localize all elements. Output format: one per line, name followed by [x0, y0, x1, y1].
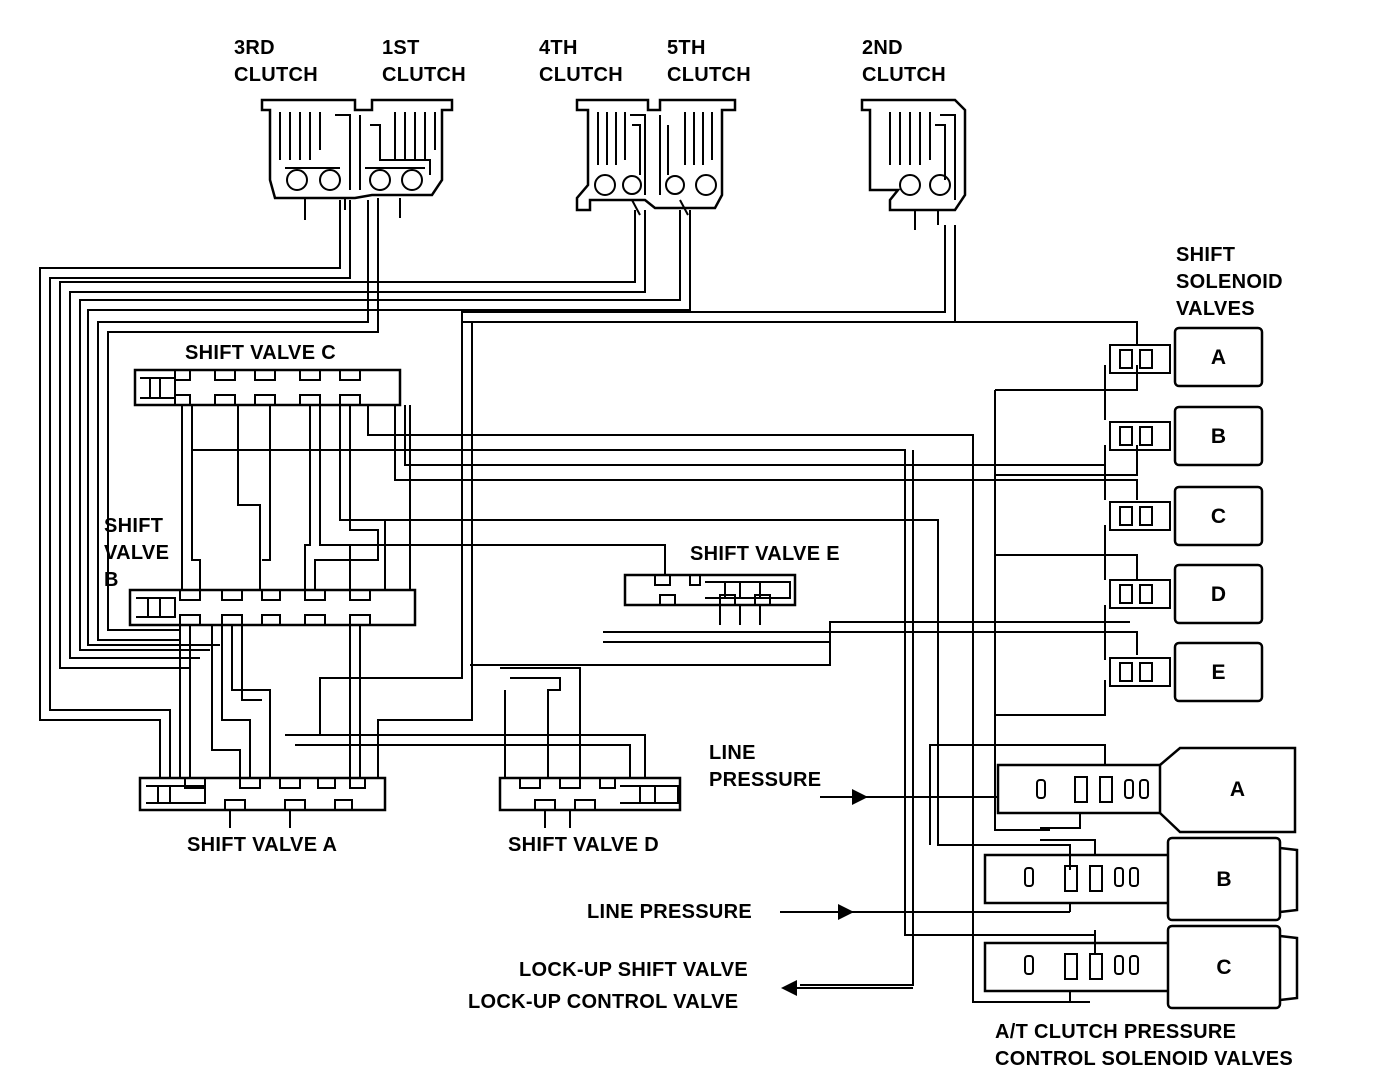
shift-solenoid-d-label: D [1210, 583, 1227, 606]
shift-valve-e-label: SHIFT VALVE E [690, 543, 840, 565]
clutch-3rd-1st-assembly [260, 98, 454, 220]
clutch-4th-5th-assembly [575, 98, 737, 216]
shift-valve-c-label: SHIFT VALVE C [185, 342, 336, 364]
shift-valve-a-label: SHIFT VALVE A [187, 834, 338, 856]
shift-valve-e [623, 573, 797, 625]
shift-solenoids-title: SHIFT SOLENOID VALVES [1176, 244, 1283, 320]
shift-solenoid-d [1109, 563, 1264, 625]
first-clutch-label: 1ST CLUTCH [382, 37, 467, 86]
outer-passages [39, 200, 1138, 778]
lockup-shift-valve-label: LOCK-UP SHIFT VALVE [519, 959, 749, 981]
shift-solenoid-a-label: A [1210, 346, 1227, 369]
shift-solenoid-e [1109, 641, 1264, 703]
pressure-solenoid-a-label: A [1229, 778, 1246, 801]
line-pressure-label-2: LINE PRESSURE [587, 901, 753, 923]
pressure-solenoid-b-label: B [1216, 868, 1232, 891]
shift-solenoid-a [1109, 326, 1264, 388]
shift-solenoid-c [1109, 485, 1264, 547]
second-clutch-label: 2ND CLUTCH [862, 37, 947, 86]
line-pressure-arrow-1 [820, 789, 998, 805]
lockup-control-valve-label: LOCK-UP CONTROL VALVE [468, 991, 739, 1013]
third-clutch-label: 3RD CLUTCH [234, 37, 319, 86]
line-pressure-label-1: LINE PRESSURE [709, 742, 822, 791]
inter-valve-passages [179, 405, 1138, 1003]
shift-solenoid-connections [994, 365, 1138, 831]
pressure-solenoid-c-label: C [1216, 956, 1232, 979]
lockup-arrow [781, 980, 913, 996]
clutch-2nd-assembly [860, 98, 967, 230]
pressure-solenoid-b [983, 836, 1299, 922]
shift-valve-d-label: SHIFT VALVE D [508, 834, 659, 856]
shift-solenoid-b [1109, 405, 1264, 467]
fifth-clutch-label: 5TH CLUTCH [667, 37, 752, 86]
shift-solenoid-e-label: E [1211, 661, 1226, 684]
fourth-clutch-label: 4TH CLUTCH [539, 37, 624, 86]
pressure-solenoids-title: A/T CLUTCH PRESSURE CONTROL SOLENOID VAL… [995, 1021, 1294, 1070]
pressure-solenoid-connections [800, 450, 1106, 1002]
shift-solenoid-b-label: B [1210, 425, 1227, 448]
shift-solenoid-c-label: C [1210, 505, 1227, 528]
shift-valve-a [138, 776, 387, 828]
shift-valve-b [128, 588, 417, 627]
line-pressure-arrow-2 [780, 904, 1070, 920]
pressure-solenoid-c [983, 924, 1299, 1010]
shift-valve-b-label: SHIFT VALVE B [104, 515, 170, 591]
shift-valve-c [133, 368, 402, 407]
shift-valve-d [498, 776, 682, 828]
